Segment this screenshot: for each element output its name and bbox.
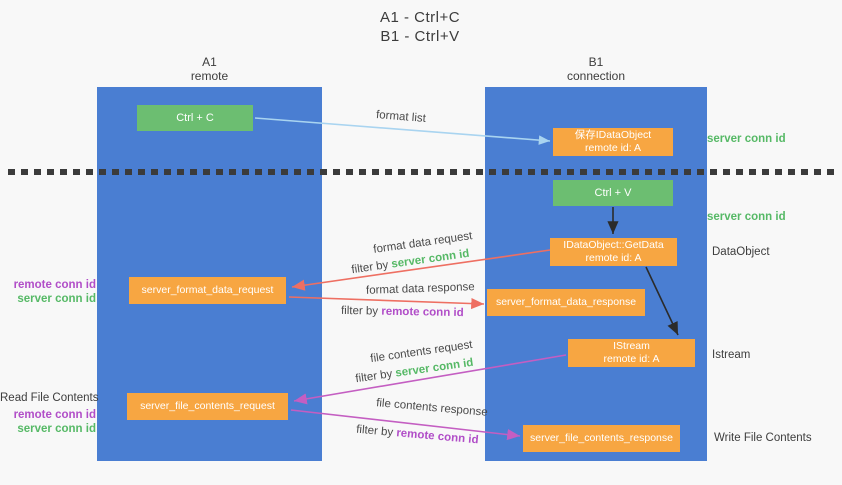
label-conn-id-pair-format: remote conn id server conn id bbox=[0, 278, 96, 306]
node-save-idataobject-line1: 保存IDataObject bbox=[574, 129, 652, 141]
label-remote-conn-id: remote conn id bbox=[13, 279, 96, 291]
node-istream: IStream remote id: A bbox=[568, 339, 695, 367]
remote-conn-id-text: remote conn id bbox=[381, 305, 464, 320]
node-server-format-data-response-label: server_format_data_response bbox=[495, 296, 637, 308]
node-idataobject-getdata: IDataObject::GetData remote id: A bbox=[550, 238, 677, 266]
label-file-contents-response-filter: filter by remote conn id bbox=[356, 423, 479, 448]
node-server-file-contents-request-label: server_file_contents_request bbox=[140, 400, 275, 412]
label-dataobject: DataObject bbox=[712, 246, 770, 258]
label-server-conn-id-top: server conn id bbox=[707, 133, 786, 145]
filter-by-text: filter by bbox=[354, 367, 397, 386]
label-istream: Istream bbox=[712, 349, 751, 361]
node-getdata-line2: remote id: A bbox=[585, 252, 642, 264]
node-save-idataobject: 保存IDataObject remote id: A bbox=[553, 128, 673, 156]
node-ctrl-c-label: Ctrl + C bbox=[176, 111, 214, 124]
label-format-data-response: format data response bbox=[365, 281, 475, 297]
label-server-conn-id: server conn id bbox=[17, 293, 96, 305]
filter-by-text: filter by bbox=[355, 423, 397, 440]
column-b1-subtitle: connection bbox=[566, 69, 626, 83]
node-save-idataobject-line2: remote id: A bbox=[584, 142, 642, 154]
column-header-b1: B1 connection bbox=[485, 55, 707, 83]
node-getdata-line1: IDataObject::GetData bbox=[563, 239, 664, 251]
node-server-file-contents-response: server_file_contents_response bbox=[523, 425, 680, 452]
remote-conn-id-text: remote conn id bbox=[395, 427, 479, 447]
column-a1-subtitle: remote bbox=[190, 69, 229, 83]
label-remote-conn-id: remote conn id bbox=[13, 409, 96, 421]
node-server-format-data-request: server_format_data_request bbox=[129, 277, 286, 304]
filter-by-text: filter by bbox=[340, 304, 382, 318]
node-ctrl-v-label: Ctrl + V bbox=[594, 186, 632, 199]
node-server-format-data-response: server_format_data_response bbox=[487, 289, 645, 316]
label-file-contents-response: file contents response bbox=[375, 397, 489, 419]
column-a1-name: A1 bbox=[202, 55, 217, 69]
label-read-file-contents: Read File Contents bbox=[0, 392, 99, 404]
node-server-file-contents-request: server_file_contents_request bbox=[127, 393, 288, 420]
title-line-a1: A1 - Ctrl+C bbox=[379, 9, 461, 26]
filter-by-text: filter by bbox=[350, 258, 393, 277]
column-b1-name: B1 bbox=[588, 55, 604, 69]
label-server-conn-id-middle: server conn id bbox=[707, 211, 786, 223]
label-conn-id-pair-file: remote conn id server conn id bbox=[0, 408, 96, 436]
node-ctrl-v: Ctrl + V bbox=[553, 180, 673, 206]
label-server-conn-id: server conn id bbox=[17, 423, 96, 435]
title-line-b1: B1 - Ctrl+V bbox=[380, 28, 460, 45]
label-format-list: format list bbox=[375, 109, 427, 125]
node-server-format-data-request-label: server_format_data_request bbox=[141, 284, 274, 296]
diagram-title: A1 - Ctrl+C B1 - Ctrl+V bbox=[300, 8, 540, 46]
column-header-a1: A1 remote bbox=[97, 55, 322, 83]
node-server-file-contents-response-label: server_file_contents_response bbox=[529, 432, 673, 444]
node-istream-line1: IStream bbox=[613, 340, 650, 352]
node-ctrl-c: Ctrl + C bbox=[137, 105, 253, 131]
node-istream-line2: remote id: A bbox=[603, 353, 660, 365]
label-format-data-response-filter: filter by remote conn id bbox=[341, 304, 464, 320]
label-write-file-contents: Write File Contents bbox=[714, 432, 812, 444]
